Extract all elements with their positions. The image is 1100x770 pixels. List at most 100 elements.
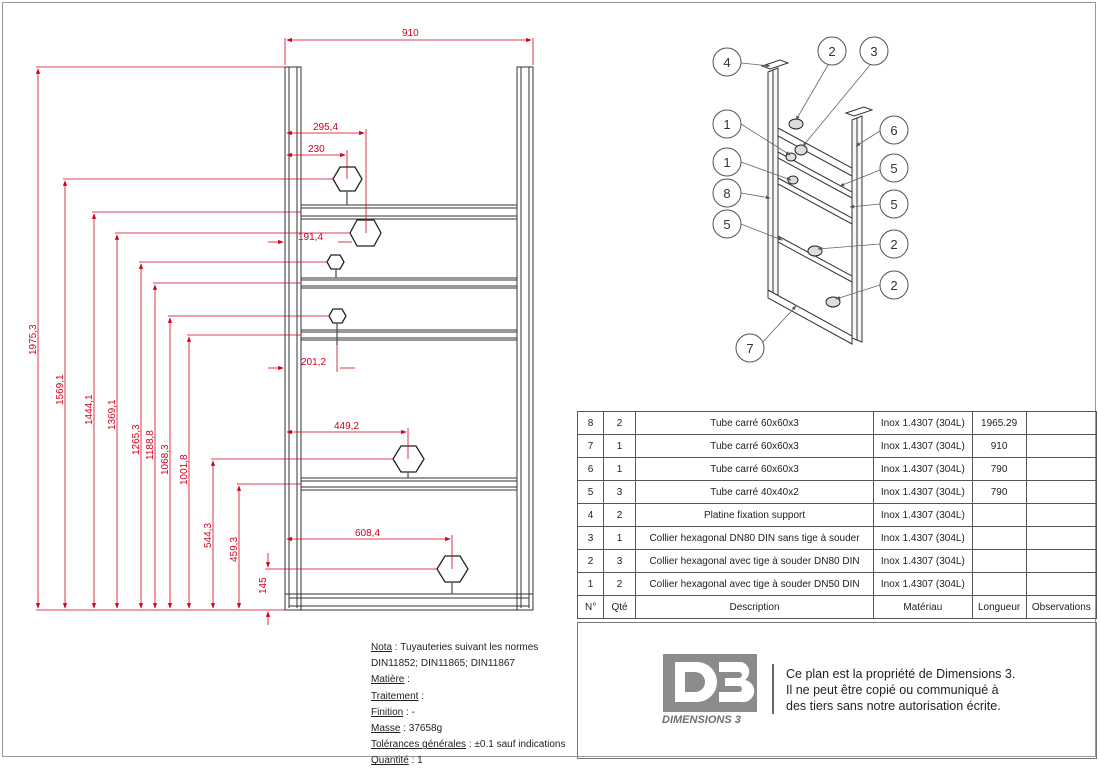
- bom-cell-obs: [1025, 480, 1098, 504]
- svg-text:1: 1: [723, 117, 730, 132]
- bom-cell-no: 2: [576, 549, 605, 573]
- bom-cell-qty: 1: [603, 434, 636, 458]
- bom-cell-no: 6: [576, 457, 605, 481]
- property-notice: Ce plan est la propriété de Dimensions 3…: [786, 667, 1016, 713]
- bom-cell-no: 8: [576, 411, 605, 435]
- bom-cell-qty: 1: [603, 457, 636, 481]
- bom-cell-qty: 3: [603, 480, 636, 504]
- dim-overall-width: 910: [402, 28, 419, 39]
- dim-height-3: 1444,1: [84, 394, 95, 425]
- bom-cell-obs: [1025, 572, 1098, 596]
- title-divider: [772, 664, 774, 714]
- dim-height-5: 1265,3: [131, 424, 142, 455]
- svg-text:2: 2: [890, 237, 897, 252]
- callout-4: 4: [712, 47, 742, 77]
- dim-height-8: 1001,8: [179, 454, 190, 485]
- note-tolerances: Tolérances générales : ±0.1 sauf indicat…: [371, 739, 566, 751]
- front-view: [284, 66, 534, 611]
- bom-cell-desc: Tube carré 60x60x3: [634, 457, 875, 481]
- bom-cell-length: 1965.29: [971, 411, 1027, 435]
- bom-cell-desc: Collier hexagonal avec tige à souder DN8…: [634, 549, 875, 573]
- bom-cell-material: Inox 1.4307 (304L): [873, 457, 973, 481]
- bom-cell-length: 790: [971, 457, 1027, 481]
- bom-cell-length: 910: [971, 434, 1027, 458]
- collars: [326, 166, 469, 594]
- title-block: [577, 622, 1097, 759]
- dim-height-9: 544,3: [203, 523, 214, 548]
- bom-cell-no: 7: [576, 434, 605, 458]
- callout-2-mid: 2: [879, 229, 909, 259]
- bom-cell-obs: [1025, 503, 1098, 527]
- svg-text:6: 6: [890, 123, 897, 138]
- callout-5-c: 5: [712, 209, 742, 239]
- bom-cell-obs: [1025, 411, 1098, 435]
- bom-cell-length: [971, 572, 1027, 596]
- bom-cell-length: 790: [971, 480, 1027, 504]
- svg-text:2: 2: [828, 44, 835, 59]
- bom-cell-no: 5: [576, 480, 605, 504]
- svg-text:5: 5: [723, 217, 730, 232]
- dim-offset-1: 295,4: [313, 122, 338, 133]
- bom-cell-obs: [1025, 457, 1098, 481]
- bom-cell-desc: Collier hexagonal avec tige à souder DN5…: [634, 572, 875, 596]
- bom-cell-no: 4: [576, 503, 605, 527]
- bom-cell-desc: Tube carré 60x60x3: [634, 434, 875, 458]
- dim-height-10: 459,3: [229, 537, 240, 562]
- bom-cell-desc: Collier hexagonal DN80 DIN sans tige à s…: [634, 526, 875, 550]
- callout-2-top: 2: [817, 36, 847, 66]
- bom-header-material: Matériau: [873, 595, 973, 619]
- note-traitement: Traitement :: [371, 690, 424, 702]
- bom-cell-desc: Platine fixation support: [634, 503, 875, 527]
- bom-header-qty: Qté: [603, 595, 636, 619]
- dim-height-2: 1569,1: [55, 374, 66, 405]
- dim-height-6: 1188,8: [145, 430, 156, 460]
- callout-bubbles: 4 2 3 1 6 1 5 8 5 5 2 2 7: [712, 36, 909, 363]
- note-finition: Finition : -: [371, 706, 415, 718]
- callout-5-a: 5: [879, 153, 909, 183]
- callout-leaders: [740, 62, 881, 344]
- bom-cell-no: 3: [576, 526, 605, 550]
- isometric-view: [760, 59, 874, 345]
- dim-offset-2: 230: [308, 144, 325, 155]
- bom-header-length: Longueur: [971, 595, 1027, 619]
- bom-cell-qty: 2: [603, 411, 636, 435]
- note-masse: Masse : 37658g: [371, 723, 443, 735]
- note-matiere: Matière :: [371, 674, 410, 686]
- bom-cell-material: Inox 1.4307 (304L): [873, 526, 973, 550]
- svg-text:5: 5: [890, 161, 897, 176]
- bom-cell-length: [971, 549, 1027, 573]
- note-quantite: Quantité : 1: [371, 755, 423, 767]
- dim-offset-5: 449,2: [334, 421, 359, 432]
- bom-cell-qty: 2: [603, 503, 636, 527]
- bom-cell-material: Inox 1.4307 (304L): [873, 411, 973, 435]
- svg-text:4: 4: [723, 55, 730, 70]
- bom-cell-length: [971, 503, 1027, 527]
- bom-cell-material: Inox 1.4307 (304L): [873, 549, 973, 573]
- dim-height-11: 145: [258, 577, 269, 594]
- dim-height-7: 1068,3: [160, 444, 171, 475]
- callout-3: 3: [859, 36, 889, 66]
- bom-cell-material: Inox 1.4307 (304L): [873, 572, 973, 596]
- callout-7: 7: [735, 333, 765, 363]
- notes-block: Nota : Tuyauteries suivant les normes DI…: [371, 640, 566, 770]
- svg-text:8: 8: [723, 186, 730, 201]
- svg-text:3: 3: [870, 44, 877, 59]
- company-logo: [663, 654, 757, 712]
- bom-cell-obs: [1025, 434, 1098, 458]
- callout-2-bot: 2: [879, 270, 909, 300]
- dim-offset-3: 191,4: [298, 232, 323, 243]
- svg-text:1: 1: [723, 155, 730, 170]
- bom-header-no: N°: [576, 595, 605, 619]
- bom-header-obs: Observations: [1025, 595, 1098, 619]
- callout-1-a: 1: [712, 109, 742, 139]
- bom-cell-obs: [1025, 549, 1098, 573]
- bom-cell-material: Inox 1.4307 (304L): [873, 434, 973, 458]
